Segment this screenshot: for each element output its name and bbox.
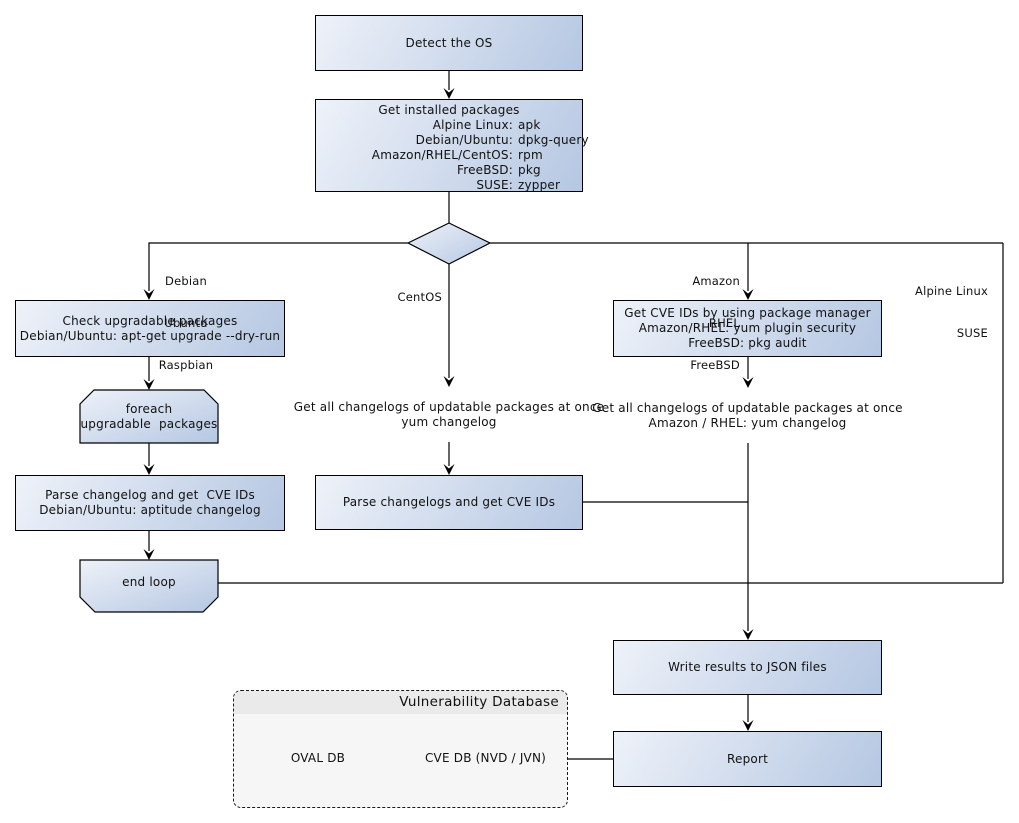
arrowhead <box>742 377 754 388</box>
node-label: Parse changelogs and get CVE IDs <box>342 495 556 509</box>
arrowhead <box>443 464 455 475</box>
package-manager-row: Alpine Linux: apk <box>432 118 541 132</box>
node-check-upgradable-packages: Check upgradable packages Debian/Ubuntu:… <box>15 300 285 357</box>
node-label: Check upgradable packages <box>62 313 238 328</box>
node-label: Report <box>727 751 768 766</box>
end-loop-shape <box>79 559 219 613</box>
branch-label-alpine-suse: Alpine Linux SUSE <box>915 284 988 340</box>
node-get-cve-ids-package-manager: Get CVE IDs by using package manager Ama… <box>613 300 882 357</box>
node-label: Debian/Ubuntu: aptitude changelog <box>39 503 261 517</box>
arrowhead <box>742 720 754 731</box>
package-manager-row: FreeBSD: pkg <box>457 163 541 177</box>
node-label: Detect the OS <box>405 35 493 50</box>
cve-db-label: CVE DB (NVD / JVN) <box>424 750 547 765</box>
arrowhead <box>143 379 155 390</box>
os-decision-diamond <box>406 222 492 265</box>
vulnerability-database-panel: Vulnerability Database <box>233 690 568 808</box>
node-label: Get all changelogs of updatable packages… <box>592 400 903 415</box>
package-manager-row: SUSE: zypper <box>476 178 561 192</box>
arrowhead <box>143 289 155 300</box>
node-get-changelogs-centos: Get all changelogs of updatable packages… <box>294 387 604 442</box>
node-get-changelogs-amazon-rhel: Get all changelogs of updatable packages… <box>592 388 902 443</box>
arrowhead <box>742 629 754 640</box>
arrowhead <box>443 376 455 387</box>
node-label: Write results to JSON files <box>668 660 827 674</box>
package-manager-row: Debian/Ubuntu: dpkg-query <box>415 133 589 147</box>
node-label: Get all changelogs of updatable packages… <box>293 399 605 414</box>
arrowhead <box>742 289 754 300</box>
branch-label-debian: Debian Ubuntu Raspbian <box>158 274 214 372</box>
foreach-loop-text: foreach upgradable packages <box>80 401 218 431</box>
node-write-results-json: Write results to JSON files <box>613 640 882 695</box>
arrowhead <box>143 464 155 475</box>
node-label: Amazon/RHEL: yum plugin security <box>638 321 857 335</box>
package-manager-row: Amazon/RHEL/CentOS: rpm <box>371 148 543 162</box>
node-parse-changelog-debian: Parse changelog and get CVE IDs Debian/U… <box>15 475 285 531</box>
arrowhead <box>443 88 455 99</box>
node-label: Get CVE IDs by using package manager <box>624 306 871 320</box>
node-get-installed-packages: Get installed packages Alpine Linux: apk… <box>315 99 589 192</box>
node-label: yum changelog <box>401 414 497 429</box>
node-label: Amazon / RHEL: yum changelog <box>648 415 847 430</box>
node-label: Debian/Ubuntu: apt-get upgrade --dry-run <box>19 328 281 343</box>
node-title: Get installed packages <box>378 103 520 117</box>
end-loop-text: end loop <box>122 575 176 589</box>
branch-label-amazon-rhel-freebsd: Amazon RHEL FreeBSD <box>690 274 740 372</box>
node-parse-changelogs-centos: Parse changelogs and get CVE IDs <box>315 475 583 530</box>
oval-db-label: OVAL DB <box>290 750 346 765</box>
node-label: Parse changelog and get CVE IDs <box>45 488 255 502</box>
foreach-loop-shape <box>79 389 219 444</box>
node-label: FreeBSD: pkg audit <box>688 336 807 350</box>
node-report: Report <box>613 731 882 787</box>
edge-decision-to-debian-branch <box>148 242 408 291</box>
branch-label-centos: CentOS <box>397 290 442 304</box>
vulnerability-database-title: Vulnerability Database <box>234 691 567 714</box>
node-detect-os: Detect the OS <box>315 15 583 71</box>
arrowhead <box>143 549 155 560</box>
